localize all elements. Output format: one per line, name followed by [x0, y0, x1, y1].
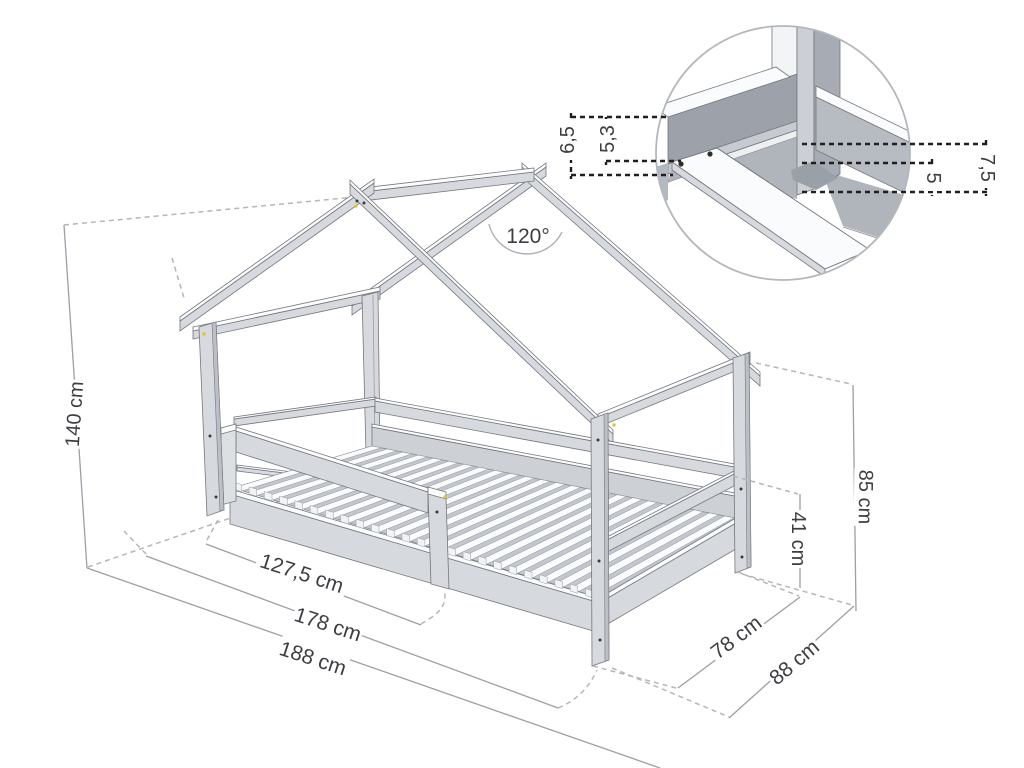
svg-text:140 cm: 140 cm: [62, 381, 89, 448]
svg-text:85 cm: 85 cm: [854, 470, 877, 525]
svg-text:120°: 120°: [506, 225, 549, 248]
svg-text:5: 5: [922, 172, 944, 183]
svg-text:6,5: 6,5: [557, 126, 579, 154]
svg-text:7,5: 7,5: [976, 154, 998, 182]
svg-text:5,3: 5,3: [597, 125, 619, 153]
svg-text:41 cm: 41 cm: [787, 512, 809, 566]
